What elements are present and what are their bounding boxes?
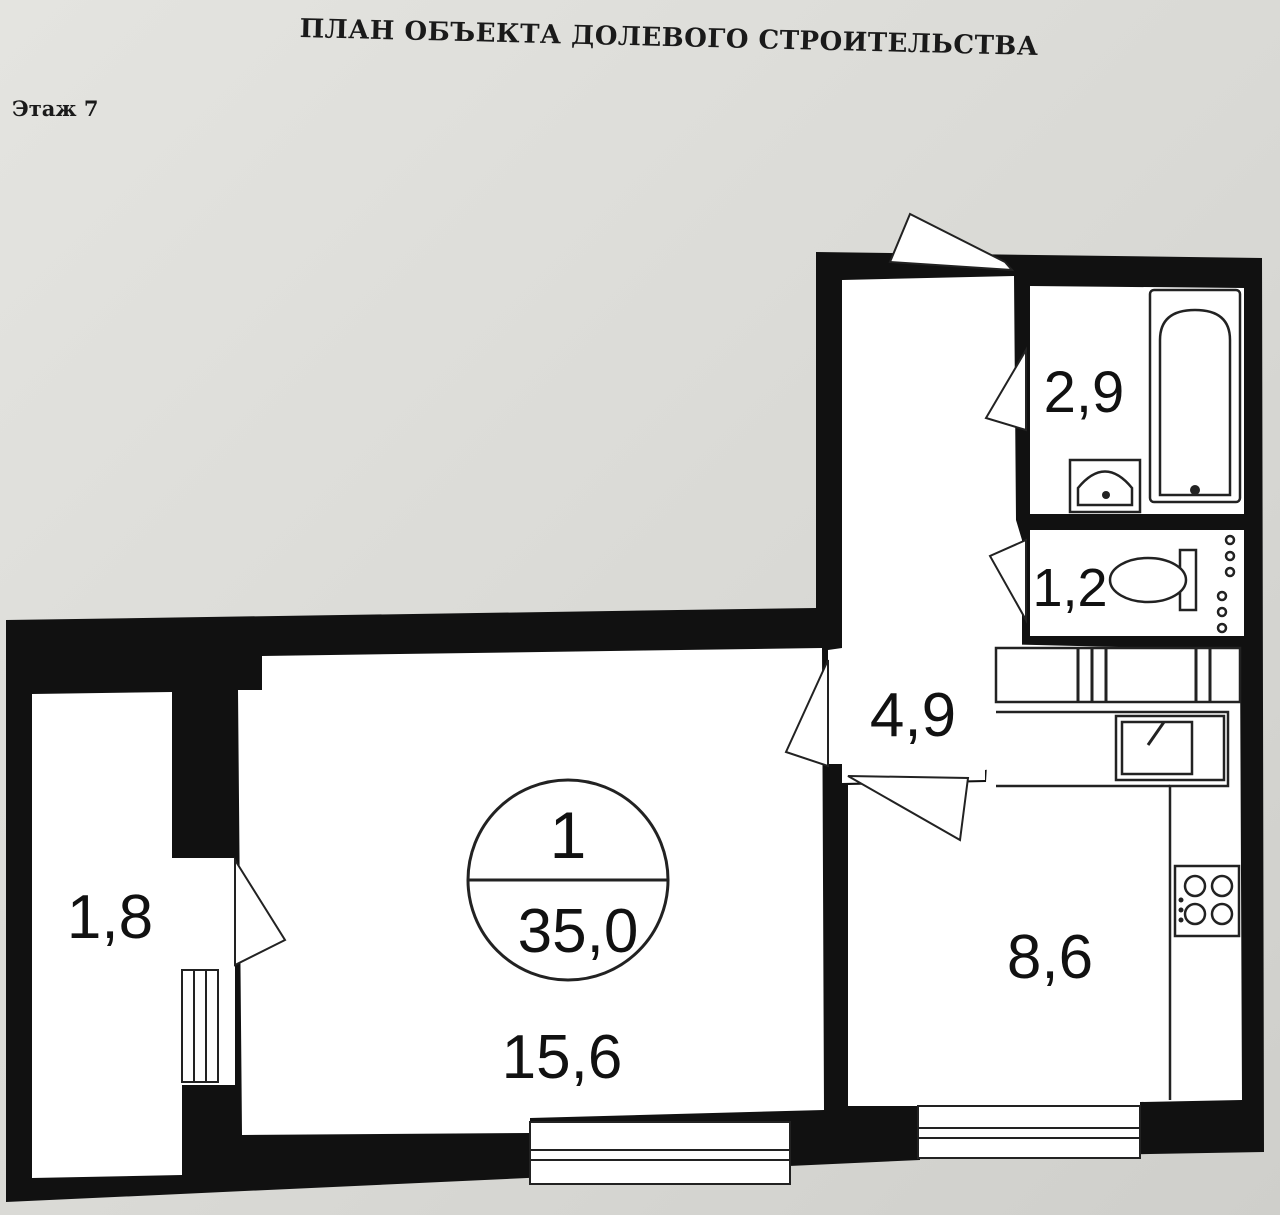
living-room-floor: [238, 648, 824, 1135]
kitchen-area: 8,6: [1007, 923, 1093, 992]
stove-icon: [1173, 864, 1241, 938]
entrance-door: [888, 212, 1015, 272]
living-window: [529, 1121, 791, 1185]
hall-floor: [828, 276, 1022, 783]
watermark-brand: циан: [985, 1021, 1120, 1088]
apartment-number: 1: [550, 798, 587, 872]
watermark-id: ID 271306098: [962, 1082, 1101, 1107]
kitchen-door: [847, 775, 970, 842]
balcony-window: [181, 969, 219, 1083]
location-pin-icon: ⚲: [950, 1010, 983, 1061]
kitchen-window: [917, 1105, 1141, 1159]
utility-risers-icon: [1216, 534, 1236, 634]
balcony-door: [234, 856, 287, 967]
washbasin-icon: [1068, 458, 1142, 514]
kitchen-sink-icon: [1114, 714, 1226, 782]
bathroom-area: 2,9: [1044, 360, 1125, 425]
kitchen-cabinets: [994, 646, 1242, 704]
toilet-icon: [1108, 548, 1198, 612]
floor-label: Этаж 7: [12, 96, 99, 121]
apartment-badge: 1 35,0: [466, 778, 670, 982]
kitchen-counter: [996, 710, 1230, 1100]
bathroom-door: [984, 346, 1027, 432]
hall-area: 4,9: [870, 681, 956, 750]
apartment-total-area: 35,0: [518, 897, 639, 966]
bathtub-icon: [1148, 288, 1242, 504]
living-room-area: 15,6: [502, 1023, 623, 1092]
balcony-area: 1,8: [67, 883, 153, 952]
living-door: [784, 659, 829, 768]
toilet-area: 1,2: [1032, 558, 1107, 618]
toilet-door: [988, 538, 1027, 624]
